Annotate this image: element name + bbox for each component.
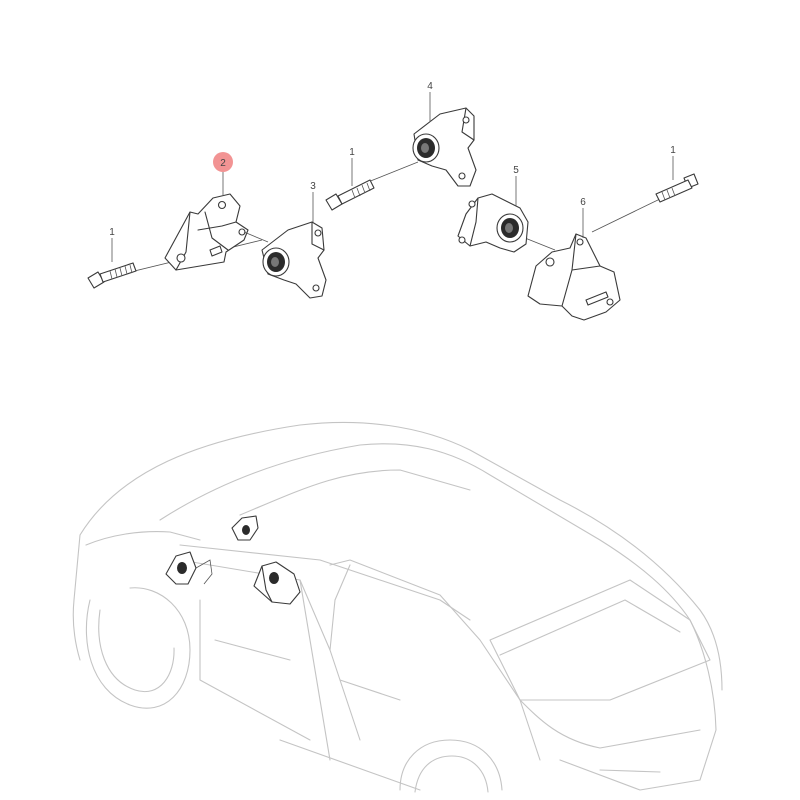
bolt-middle[interactable] <box>325 161 419 211</box>
callout-2-highlighted[interactable]: 2 <box>213 152 233 196</box>
bolt-right[interactable] <box>591 173 699 233</box>
bracket-part-6[interactable] <box>527 233 621 321</box>
svg-text:2: 2 <box>220 158 226 169</box>
callout-1-left[interactable]: 1 <box>109 227 115 262</box>
exploded-parts-view: 1 2 3 1 4 5 6 1 <box>87 81 699 321</box>
svg-text:1: 1 <box>670 145 676 156</box>
car-roof-outline <box>79 421 723 691</box>
svg-text:5: 5 <box>513 165 519 176</box>
callout-1-right[interactable]: 1 <box>670 145 676 180</box>
rear-wheel-outline <box>399 739 503 791</box>
callout-6[interactable]: 6 <box>580 197 586 238</box>
mount-location-rear <box>253 561 301 605</box>
callout-3[interactable]: 3 <box>310 181 316 222</box>
engine-mount-part-4[interactable] <box>412 107 477 187</box>
mount-location-center <box>231 515 259 541</box>
svg-text:1: 1 <box>109 227 115 238</box>
svg-text:1: 1 <box>349 147 355 158</box>
bolt-left[interactable] <box>87 239 263 289</box>
callout-1-middle[interactable]: 1 <box>349 147 355 186</box>
mount-location-front-left <box>165 551 213 585</box>
svg-text:6: 6 <box>580 197 586 208</box>
svg-text:3: 3 <box>310 181 316 192</box>
front-wheel-outline <box>85 587 191 709</box>
callout-2-highlight-marker <box>213 152 233 172</box>
vehicle-location-view <box>72 421 723 793</box>
engine-mount-part-5[interactable] <box>457 193 556 253</box>
callout-4[interactable]: 4 <box>427 81 433 122</box>
engine-mount-part-3[interactable] <box>243 221 327 299</box>
svg-text:4: 4 <box>427 81 433 92</box>
callout-5[interactable]: 5 <box>513 165 519 206</box>
bracket-part-2[interactable] <box>164 193 249 271</box>
